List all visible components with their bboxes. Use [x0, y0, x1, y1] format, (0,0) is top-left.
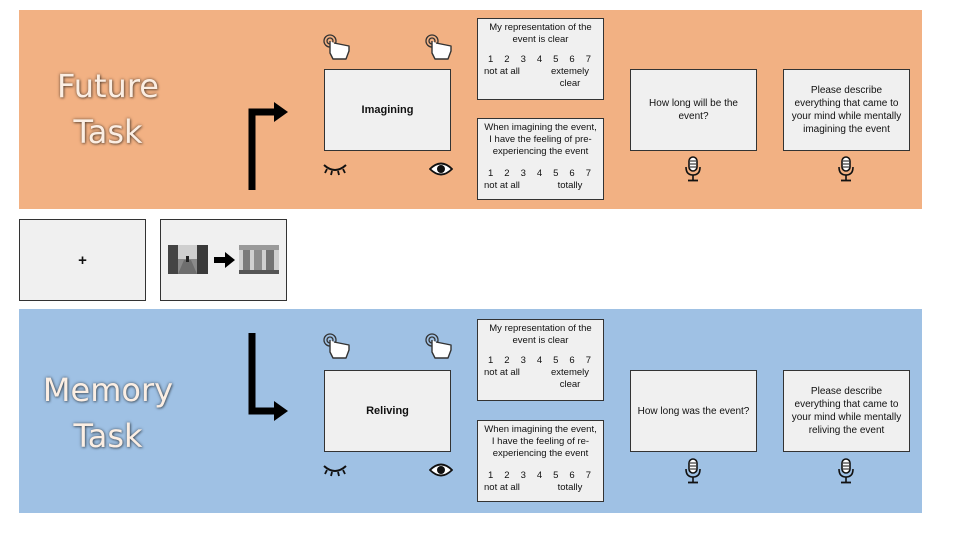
street-photo — [168, 245, 208, 274]
scale-point: 1 — [488, 470, 494, 481]
scale-high-anchor: totally — [557, 180, 583, 191]
describe-prompt-box: Please describe everything that came to … — [783, 370, 910, 452]
describe-prompt-box: Please describe everything that came to … — [783, 69, 910, 151]
feeling-question: When imagining the event, I have the fee… — [484, 424, 597, 459]
scale-point: 3 — [520, 470, 526, 481]
scale-point: 5 — [553, 168, 559, 179]
scale-point: 2 — [504, 355, 510, 366]
scale-point: 1 — [488, 355, 494, 366]
open-eye-icon — [429, 162, 453, 176]
memory-task-label: Memory Task — [42, 371, 174, 455]
duration-prompt: How long will be the event? — [649, 98, 738, 122]
scale-point: 5 — [553, 470, 559, 481]
microphone-icon — [838, 156, 854, 182]
condition-label: Reliving — [366, 405, 409, 417]
scale-point: 6 — [569, 168, 575, 179]
microphone-icon — [685, 156, 701, 182]
arrow-icon — [214, 252, 235, 268]
scale-point: 6 — [569, 355, 575, 366]
columns-photo — [239, 245, 279, 274]
scale-point: 6 — [569, 470, 575, 481]
scale-point: 7 — [585, 54, 591, 65]
rating-scale: 1 2 3 4 5 6 7 — [482, 470, 599, 482]
scale-point: 5 — [553, 355, 559, 366]
memory-task-band — [19, 309, 922, 513]
scale-point: 1 — [488, 54, 494, 65]
scale-high-anchor: extemely clear — [550, 66, 589, 89]
scale-point: 2 — [504, 168, 510, 179]
closed-eye-icon — [323, 164, 347, 176]
scale-low-anchor: not at all — [484, 180, 520, 191]
feeling-question-box: When imagining the event, I have the fee… — [477, 420, 604, 502]
hand-tap-icon — [323, 333, 350, 359]
scale-low-anchor: not at all — [484, 367, 520, 378]
scale-low-anchor: not at all — [484, 482, 520, 493]
future-task-band — [19, 10, 922, 209]
clarity-question-box: My representation of the event is clear … — [477, 319, 604, 401]
feeling-question-box: When imagining the event, I have the fee… — [477, 118, 604, 200]
duration-prompt-box: How long was the event? — [630, 370, 757, 452]
feeling-question: When imagining the event, I have the fee… — [484, 122, 597, 157]
microphone-icon — [685, 458, 701, 484]
scale-low-anchor: not at all — [484, 66, 520, 77]
duration-prompt: How long was the event? — [637, 405, 750, 417]
fixation-cross: + — [78, 251, 87, 269]
reliving-screen: Reliving — [324, 370, 451, 452]
rating-scale: 1 2 3 4 5 6 7 — [482, 168, 599, 180]
cue-screen — [160, 219, 287, 301]
scale-point: 3 — [520, 54, 526, 65]
scale-point: 2 — [504, 470, 510, 481]
open-eye-icon — [429, 463, 453, 477]
scale-point: 4 — [536, 54, 543, 65]
scale-point: 7 — [585, 168, 591, 179]
scale-high-anchor: extemely clear — [550, 367, 589, 390]
scale-point: 4 — [536, 470, 543, 481]
scale-high-anchor: totally — [557, 482, 583, 493]
clarity-question-box: My representation of the event is clear … — [477, 18, 604, 100]
scale-point: 3 — [520, 355, 526, 366]
scale-point: 1 — [488, 168, 494, 179]
scale-point: 5 — [553, 54, 559, 65]
duration-prompt-box: How long will be the event? — [630, 69, 757, 151]
rating-scale: 1 2 3 4 5 6 7 — [482, 54, 599, 66]
microphone-icon — [838, 458, 854, 484]
scale-point: 2 — [504, 54, 510, 65]
imagining-screen: Imagining — [324, 69, 451, 151]
hand-tap-icon — [425, 333, 452, 359]
clarity-question: My representation of the event is clear — [489, 22, 592, 45]
hand-tap-icon — [323, 34, 350, 60]
scale-point: 7 — [585, 470, 591, 481]
branch-arrow-up — [248, 102, 288, 190]
cue-images — [168, 245, 279, 274]
scale-point: 4 — [536, 168, 543, 179]
hand-tap-icon — [425, 34, 452, 60]
scale-point: 7 — [585, 355, 591, 366]
scale-point: 6 — [569, 54, 575, 65]
scale-point: 3 — [520, 168, 526, 179]
describe-prompt: Please describe everything that came to … — [791, 85, 902, 135]
rating-scale: 1 2 3 4 5 6 7 — [482, 355, 599, 367]
branch-arrow-down — [248, 333, 288, 421]
future-task-label: Future Task — [57, 67, 159, 151]
condition-label: Imagining — [361, 104, 414, 116]
describe-prompt: Please describe everything that came to … — [791, 386, 902, 436]
scale-point: 4 — [536, 355, 543, 366]
fixation-screen: + — [19, 219, 146, 301]
closed-eye-icon — [323, 465, 347, 477]
clarity-question: My representation of the event is clear — [489, 323, 592, 346]
